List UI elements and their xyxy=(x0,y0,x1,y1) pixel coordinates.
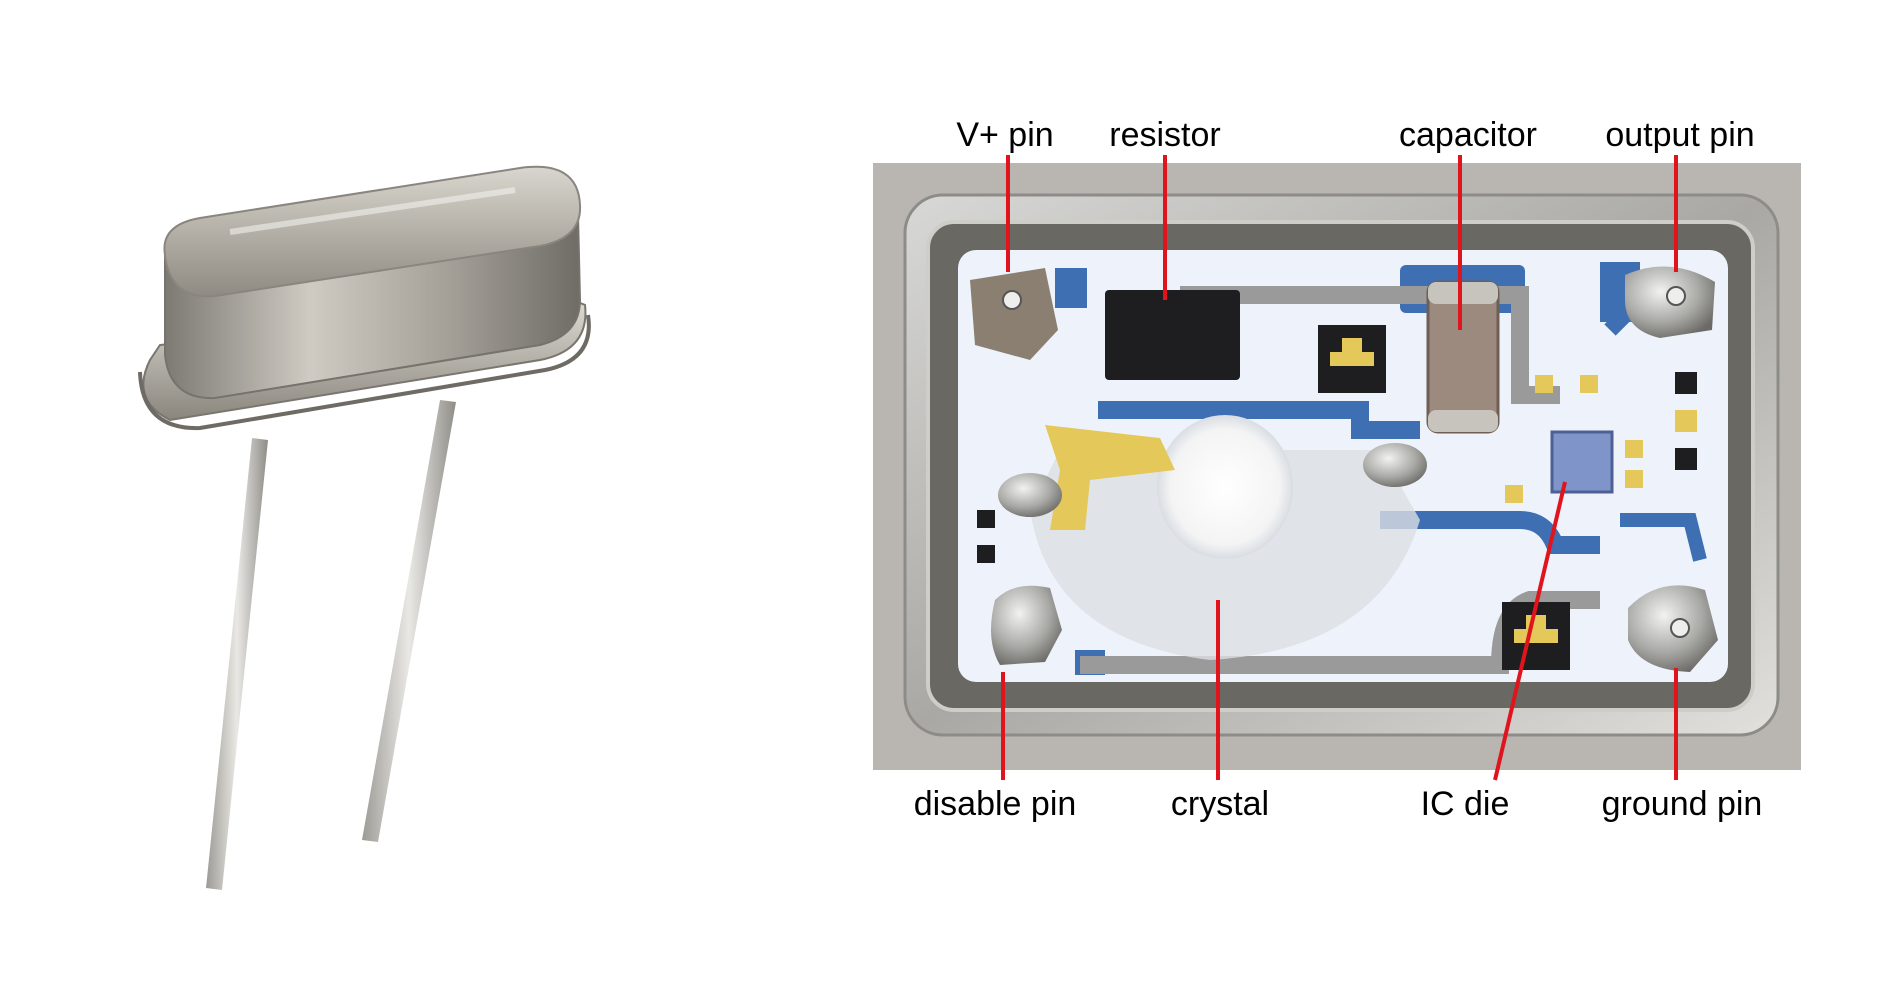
small-pad xyxy=(1675,372,1697,394)
label-capacitor: capacitor xyxy=(1399,116,1537,154)
pin-hole xyxy=(1002,290,1022,310)
label-v-plus-pin: V+ pin xyxy=(956,116,1053,154)
pin-hole xyxy=(1670,618,1690,638)
right-lead xyxy=(362,400,456,842)
label-ground-pin: ground pin xyxy=(1602,785,1763,823)
crystal-disc xyxy=(1157,415,1293,559)
blue-pad xyxy=(1055,268,1087,308)
ground-via-pad xyxy=(1318,325,1386,393)
leader-ic-die xyxy=(1493,481,1567,781)
resistor-component xyxy=(1105,290,1240,380)
bond-pad xyxy=(1625,470,1643,488)
label-resistor: resistor xyxy=(1109,116,1220,154)
flange-rim xyxy=(138,314,591,431)
bond-pad xyxy=(1625,440,1643,458)
bond-pad xyxy=(1505,485,1523,503)
labels: V+ pin resistor capacitor output pin dis… xyxy=(914,116,1763,823)
capacitor-end-cap xyxy=(1428,282,1498,304)
label-disable-pin: disable pin xyxy=(914,785,1077,823)
bond-pad xyxy=(1580,375,1598,393)
label-ic-die: IC die xyxy=(1421,785,1510,823)
can-highlight xyxy=(229,187,516,235)
small-pad xyxy=(977,545,995,563)
solder-joint xyxy=(998,473,1062,517)
bond-pad xyxy=(1535,375,1553,393)
solder-joint xyxy=(1363,443,1427,487)
small-pad xyxy=(1675,410,1697,432)
disable-pin-pad xyxy=(991,585,1062,665)
blue-trace xyxy=(1620,513,1707,562)
small-pad xyxy=(1675,448,1697,470)
label-crystal: crystal xyxy=(1171,785,1269,823)
pin-hole xyxy=(1666,286,1686,306)
grey-trace xyxy=(1180,286,1560,404)
capacitor-end-cap xyxy=(1428,410,1498,432)
gold-electrode xyxy=(1045,425,1175,530)
blue-trace xyxy=(1380,511,1600,554)
leader-lines xyxy=(1001,155,1678,781)
decapped-package-photo xyxy=(873,163,1801,770)
label-output-pin: output pin xyxy=(1605,116,1754,154)
blue-trace xyxy=(1098,401,1420,439)
small-pad xyxy=(977,510,995,528)
capacitor-component xyxy=(1426,280,1500,434)
v-plus-pin-pad xyxy=(970,268,1058,360)
left-lead xyxy=(206,438,268,890)
ic-die-component xyxy=(1550,430,1614,494)
oscillator-can-photo xyxy=(138,165,591,890)
can-top xyxy=(163,165,582,298)
